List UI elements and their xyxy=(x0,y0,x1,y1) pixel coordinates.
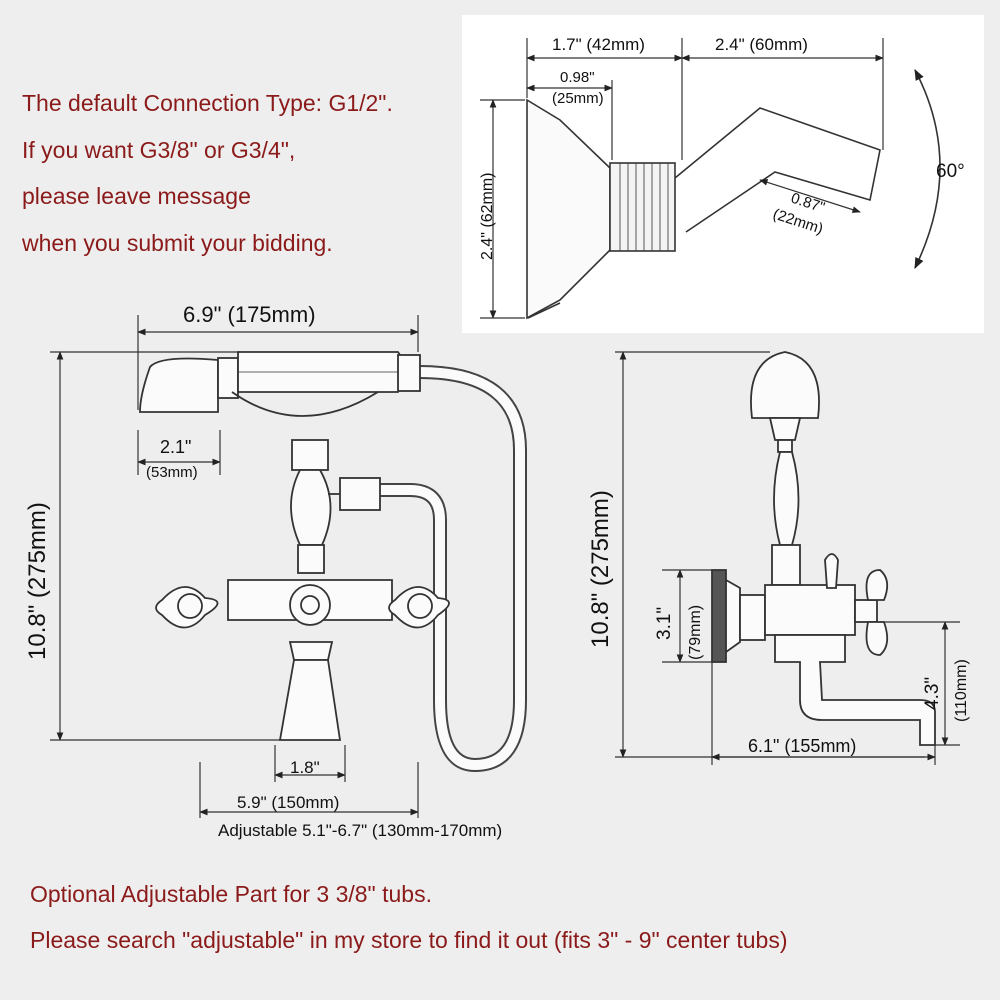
side-mount-dim-b: (79mm) xyxy=(687,605,704,660)
inset-dim-top-left: 1.7" (42mm) xyxy=(552,35,645,54)
inset-angle-label: 60° xyxy=(936,161,965,182)
search-adjustable-note: Please search "adjustable" in my store t… xyxy=(30,927,788,953)
front-adjustable-dim: Adjustable 5.1"-6.7" (130mm-170mm) xyxy=(218,821,502,840)
side-depth-dim: 6.1" (155mm) xyxy=(748,736,856,756)
inset-dim-small-b: (25mm) xyxy=(552,90,604,107)
front-head-dim-a: 2.1" xyxy=(160,437,191,457)
side-height-dim: 10.8" (275mm) xyxy=(587,490,614,648)
side-spout-dim-a: 4.3" xyxy=(922,677,943,710)
front-dimension-lines xyxy=(50,315,419,818)
front-base-dim: 1.8" xyxy=(290,758,320,777)
inset-dim-height: 2.4" (62mm) xyxy=(479,173,496,260)
alt-connection-note: If you want G3/8" or G3/4", xyxy=(22,137,296,163)
front-centers-dim: 5.9" (150mm) xyxy=(237,793,339,812)
optional-part-note: Optional Adjustable Part for 3 3/8" tubs… xyxy=(30,881,432,907)
side-dimension-lines xyxy=(615,351,960,765)
inset-dim-top-right: 2.4" (60mm) xyxy=(715,35,808,54)
connection-type-note: The default Connection Type: G1/2". xyxy=(22,90,393,116)
inset-dimension-lines xyxy=(480,38,884,319)
side-view-faucet xyxy=(711,351,936,746)
side-spout-dim-b: (110mm) xyxy=(953,659,970,722)
inset-dim-small-a: 0.98" xyxy=(560,69,595,86)
front-height-dim: 10.8" (275mm) xyxy=(24,502,51,660)
leave-message-note: please leave message xyxy=(22,183,251,209)
front-head-dim-b: (53mm) xyxy=(146,464,198,481)
side-mount-dim-a: 3.1" xyxy=(654,607,675,640)
front-width-dim: 6.9" (175mm) xyxy=(183,302,316,327)
bidding-note: when you submit your bidding. xyxy=(22,230,333,256)
shower-holder-drawing xyxy=(526,69,941,320)
front-view-faucet xyxy=(139,351,527,773)
